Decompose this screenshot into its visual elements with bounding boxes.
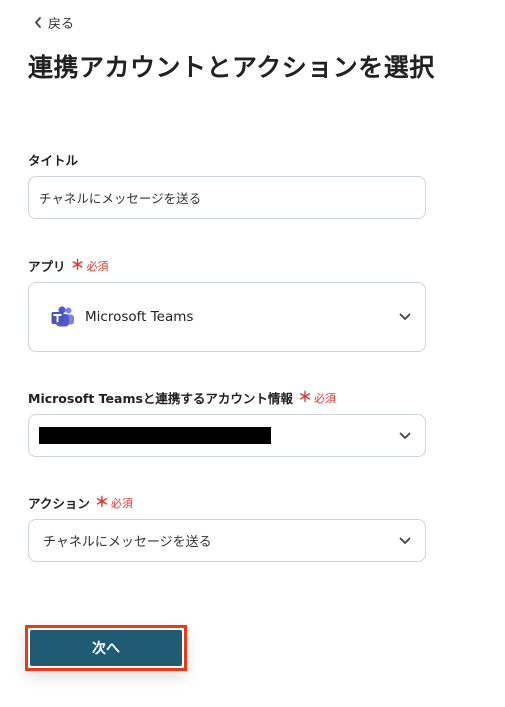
title-input[interactable] [39,190,415,205]
required-badge: ＊ 必須 [70,257,109,274]
back-label: 戻る [48,16,75,32]
action-select[interactable]: チャネルにメッセージを送る [28,519,426,562]
chevron-left-icon [35,16,41,28]
action-field-label: アクション ＊ 必須 [28,494,133,512]
title-field[interactable] [28,176,426,219]
action-value: チャネルにメッセージを送る [43,535,212,550]
chevron-down-icon [399,313,411,320]
next-button[interactable]: 次へ [30,630,182,666]
chevron-down-icon [399,432,411,439]
next-button-highlight: 次へ [25,625,187,671]
redacted-account-value [39,427,271,444]
page-title: 連携アカウントとアクションを選択 [28,53,435,82]
app-name: Microsoft Teams [85,309,194,325]
account-select[interactable] [28,414,426,457]
microsoft-teams-icon [51,306,74,327]
back-link[interactable]: 戻る [34,12,74,32]
app-select[interactable]: Microsoft Teams [28,282,426,352]
app-field-label: アプリ ＊ 必須 [28,257,109,275]
chevron-down-icon [399,537,411,544]
required-badge: ＊ 必須 [297,389,336,406]
required-badge: ＊ 必須 [94,494,133,511]
title-field-label: タイトル [28,153,79,168]
account-field-label: Microsoft Teamsと連携するアカウント情報 ＊ 必須 [28,389,336,407]
